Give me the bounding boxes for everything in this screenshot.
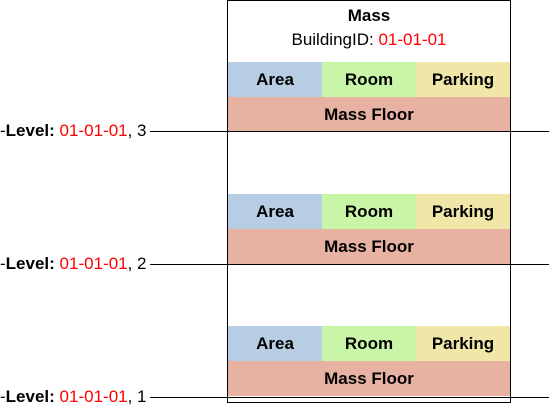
parking-cell: Parking (416, 326, 510, 361)
level-label: -Level: 01-01-01, 1 (0, 387, 148, 407)
level-number: , 3 (127, 121, 147, 140)
level-id: 01-01-01 (59, 121, 128, 140)
area-cell: Area (228, 62, 322, 97)
level-line (150, 264, 549, 265)
room-cell: Room (322, 62, 416, 97)
level-label-text: Level: (5, 121, 55, 140)
room-cell: Room (322, 194, 416, 229)
level-id: 01-01-01 (59, 254, 128, 273)
level-line (150, 131, 549, 132)
level-id: 01-01-01 (59, 387, 128, 406)
mass-title: Mass (347, 6, 391, 25)
parking-cell: Parking (416, 194, 510, 229)
building-id: BuildingID: 01-01-01 (227, 30, 511, 50)
level-prefix: - (0, 387, 6, 406)
level-number: , 1 (127, 387, 147, 406)
mass-floor-cell: Mass Floor (228, 361, 510, 396)
level-prefix: - (0, 121, 6, 140)
building-id-value: 01-01-01 (378, 30, 447, 49)
parking-cell: Parking (416, 62, 510, 97)
mass-floor-cell: Mass Floor (228, 229, 510, 264)
level-label-text: Level: (5, 254, 55, 273)
mass-box (227, 0, 511, 403)
room-cell: Room (322, 326, 416, 361)
level-label: -Level: 01-01-01, 2 (0, 254, 148, 274)
building-id-label: BuildingID: (291, 30, 374, 49)
level-line (150, 397, 549, 398)
level-label: -Level: 01-01-01, 3 (0, 121, 148, 141)
mass-floor-cell: Mass Floor (228, 97, 510, 132)
level-label-text: Level: (5, 387, 55, 406)
level-number: , 2 (127, 254, 147, 273)
area-cell: Area (228, 194, 322, 229)
area-cell: Area (228, 326, 322, 361)
level-prefix: - (0, 254, 6, 273)
